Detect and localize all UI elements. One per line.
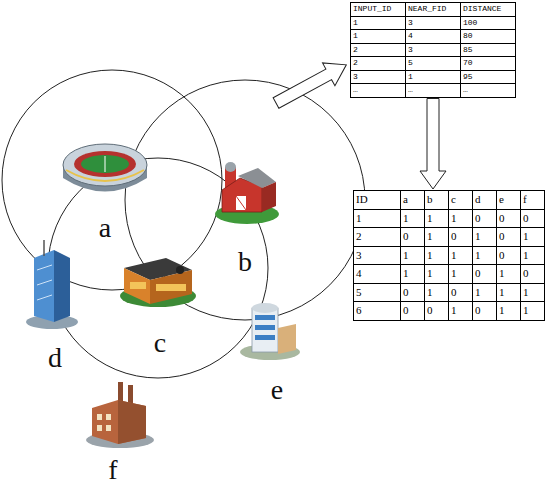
table-cell: a bbox=[401, 191, 424, 209]
table-cell: 1 bbox=[401, 265, 424, 283]
site-letter: b bbox=[238, 246, 252, 278]
table-cell: 6 bbox=[354, 302, 400, 320]
table-cell: 85 bbox=[461, 44, 515, 57]
factory-icon bbox=[86, 382, 154, 448]
flow-arrow bbox=[420, 99, 446, 190]
table-cell: … bbox=[351, 84, 405, 97]
table-cell: 3 bbox=[406, 17, 460, 30]
table-cell: e bbox=[497, 191, 520, 209]
table-cell: 5 bbox=[406, 57, 460, 70]
table-cell: c bbox=[449, 191, 472, 209]
table-cell: 0 bbox=[473, 302, 496, 320]
table-cell: 1 bbox=[473, 228, 496, 246]
table-cell: 0 bbox=[497, 228, 520, 246]
table-cell: 1 bbox=[425, 210, 448, 228]
table-cell: b bbox=[425, 191, 448, 209]
table-cell: 0 bbox=[497, 247, 520, 265]
table-cell: 4 bbox=[354, 265, 400, 283]
tower-icon bbox=[26, 240, 78, 329]
table-cell: INPUT_ID bbox=[351, 3, 405, 16]
table-cell: 1 bbox=[449, 210, 472, 228]
table-cell: 1 bbox=[351, 30, 405, 43]
table-cell: 1 bbox=[521, 228, 544, 246]
table-cell: 0 bbox=[425, 302, 448, 320]
table-cell: 1 bbox=[406, 71, 460, 84]
barn-icon bbox=[215, 162, 279, 224]
building-icon bbox=[120, 258, 196, 307]
table-cell: 1 bbox=[351, 17, 405, 30]
table-cell: 1 bbox=[401, 210, 424, 228]
table-cell: 1 bbox=[473, 284, 496, 302]
site-letter: c bbox=[154, 327, 166, 359]
table-cell: 70 bbox=[461, 57, 515, 70]
office-icon bbox=[240, 303, 300, 360]
data-table: INPUT_IDNEAR_FIDDISTANCE1310014802385257… bbox=[350, 2, 516, 98]
table-cell: 1 bbox=[521, 284, 544, 302]
table-cell: 4 bbox=[406, 30, 460, 43]
table-cell: 0 bbox=[521, 265, 544, 283]
table-cell: 1 bbox=[521, 302, 544, 320]
table-cell: 3 bbox=[351, 71, 405, 84]
table-cell: 1 bbox=[497, 284, 520, 302]
table-cell: 2 bbox=[354, 228, 400, 246]
site-letter: f bbox=[108, 454, 117, 486]
table-cell: ID bbox=[354, 191, 400, 209]
table-cell: 0 bbox=[401, 228, 424, 246]
stadium-icon bbox=[63, 144, 147, 192]
table-cell: 1 bbox=[497, 302, 520, 320]
table-cell: 0 bbox=[497, 210, 520, 228]
table-cell: 1 bbox=[521, 247, 544, 265]
table-cell: … bbox=[461, 84, 515, 97]
table-cell: 0 bbox=[473, 265, 496, 283]
table-cell: 80 bbox=[461, 30, 515, 43]
table-cell: d bbox=[473, 191, 496, 209]
table-cell: 1 bbox=[425, 247, 448, 265]
table-cell: 1 bbox=[425, 265, 448, 283]
table-cell: 1 bbox=[449, 265, 472, 283]
buffer-circle bbox=[125, 80, 365, 320]
table-cell: 0 bbox=[401, 302, 424, 320]
table-cell: 2 bbox=[351, 57, 405, 70]
site-letter: a bbox=[99, 212, 111, 244]
flow-arrow bbox=[270, 53, 353, 114]
table-cell: 1 bbox=[449, 247, 472, 265]
table-cell: 5 bbox=[354, 284, 400, 302]
table-cell: 100 bbox=[461, 17, 515, 30]
table-cell: f bbox=[521, 191, 544, 209]
table-cell: 1 bbox=[401, 247, 424, 265]
table-cell: 0 bbox=[521, 210, 544, 228]
table-cell: 0 bbox=[401, 284, 424, 302]
table-cell: 1 bbox=[354, 210, 400, 228]
table-cell: 1 bbox=[425, 228, 448, 246]
site-letter: e bbox=[271, 374, 283, 406]
table-cell: 1 bbox=[497, 265, 520, 283]
site-letter: d bbox=[48, 342, 62, 374]
table-cell: 3 bbox=[406, 44, 460, 57]
table-cell: 1 bbox=[473, 247, 496, 265]
table-cell: 0 bbox=[473, 210, 496, 228]
table-cell: NEAR_FID bbox=[406, 3, 460, 16]
table-cell: 3 bbox=[354, 247, 400, 265]
table-cell: 2 bbox=[351, 44, 405, 57]
table-cell: … bbox=[406, 84, 460, 97]
data-table: IDabcdef11110002010101311110141110105010… bbox=[353, 190, 545, 321]
table-cell: 95 bbox=[461, 71, 515, 84]
table-cell: 0 bbox=[449, 228, 472, 246]
buffer-circle bbox=[2, 70, 222, 290]
table-cell: 0 bbox=[449, 284, 472, 302]
buffer-circle bbox=[48, 158, 268, 378]
table-cell: 1 bbox=[449, 302, 472, 320]
table-cell: DISTANCE bbox=[461, 3, 515, 16]
table-cell: 1 bbox=[425, 284, 448, 302]
